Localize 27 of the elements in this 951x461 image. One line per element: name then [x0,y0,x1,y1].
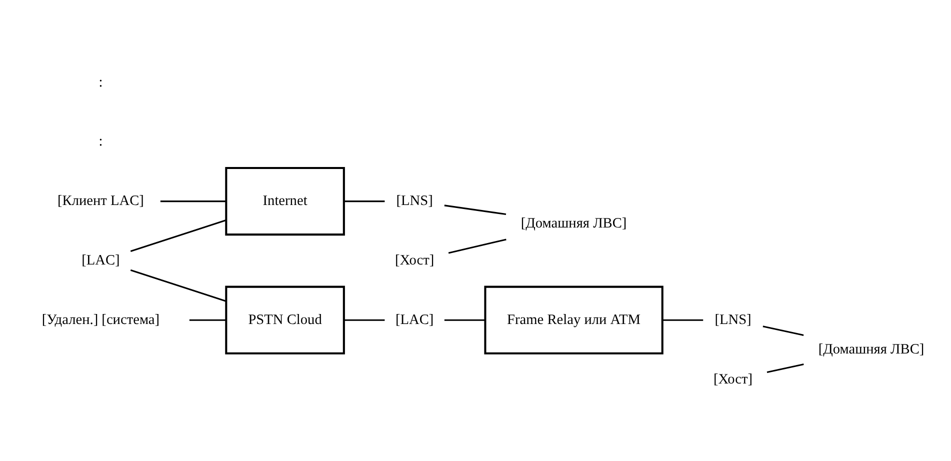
connector [448,238,506,254]
node-text: [Хост] [395,252,434,268]
node-box: Frame Relay или ATM [484,285,664,354]
connector [344,200,385,202]
connector [444,318,485,320]
node-text: [LAC] [395,311,434,328]
node-text: [Домашняя ЛВС] [520,215,627,232]
connector [762,325,804,336]
connector [160,200,226,202]
node-box: PSTN Cloud [225,285,345,354]
connector [130,219,226,252]
connector [344,318,385,320]
node-text: [Удален.] [система] [42,311,160,328]
node-text: [LAC] [82,252,120,268]
connector [766,363,804,373]
connector [662,318,704,320]
node-text: [LNS] [714,311,752,328]
connector [189,318,226,320]
connector [444,204,506,215]
node-text: [Клиент LAC] [58,192,144,209]
node-text: [Домашняя ЛВС] [818,341,924,358]
connector [130,268,226,302]
node-text: [LNS] [396,192,433,209]
node-box: Internet [225,166,345,236]
label: : [98,133,103,150]
node-text: [Хост] [713,370,753,387]
label: : [98,74,103,90]
